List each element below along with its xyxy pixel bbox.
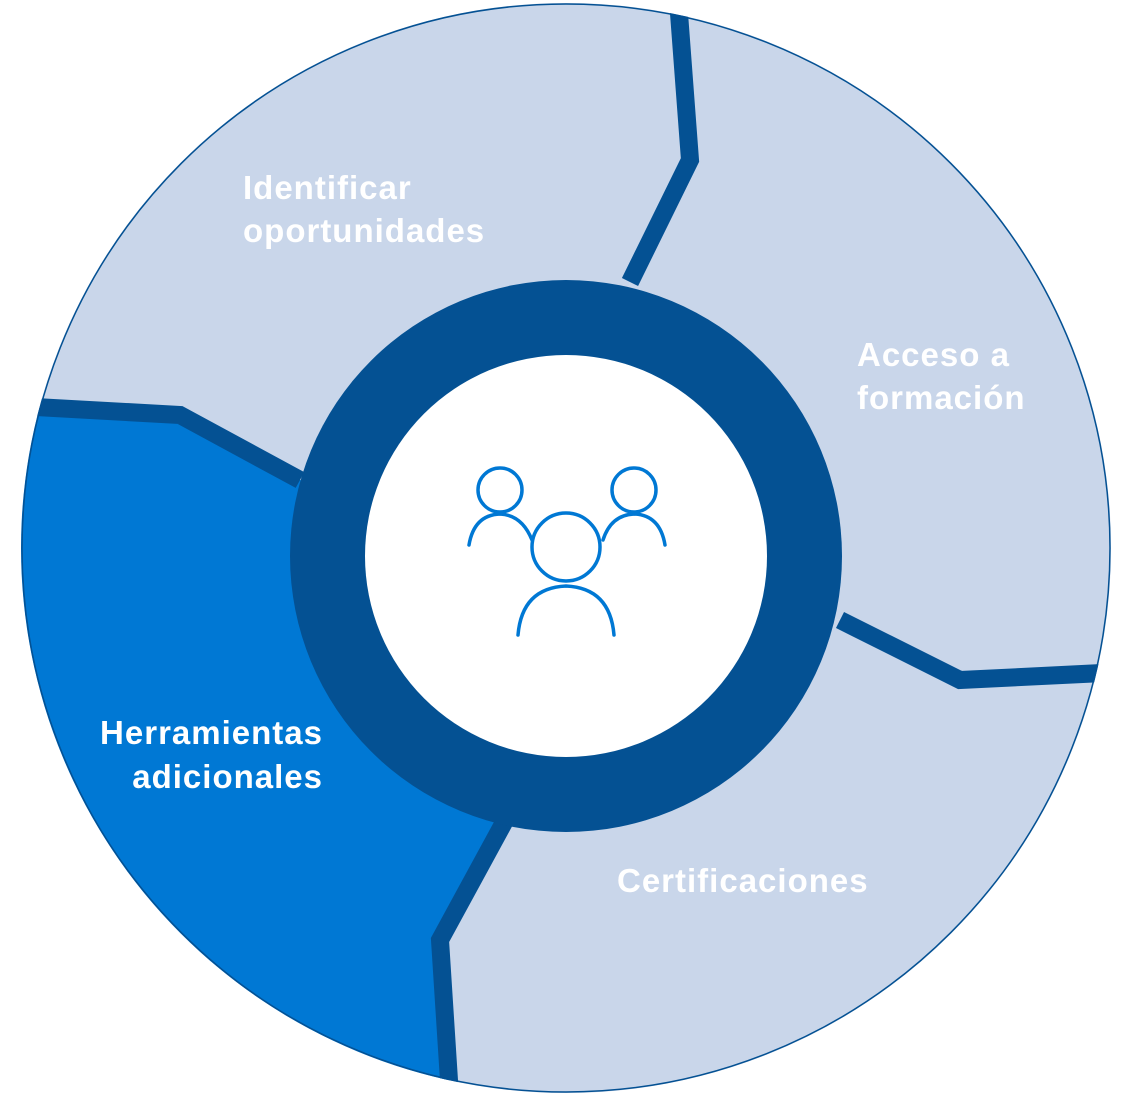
label-acceso-line-2: formación [857, 379, 1026, 416]
center-hub [365, 355, 767, 757]
label-acceso: Acceso a formación [857, 336, 1026, 416]
divider-left [21, 396, 305, 488]
label-identificar-line-1: Identificar [243, 169, 412, 206]
label-acceso-line-1: Acceso a [857, 336, 1010, 373]
divider-right [835, 611, 1111, 690]
label-identificar: Identificar oportunidades [243, 169, 485, 249]
divider-top [621, 3, 700, 286]
label-herramientas-line-2: adicionales [132, 758, 323, 795]
people-group-icon [467, 466, 667, 637]
label-herramientas-line-1: Herramientas [100, 714, 323, 751]
label-certificaciones: Certificaciones [617, 862, 869, 899]
divider-bottom [430, 810, 516, 1093]
label-herramientas: Herramientas adicionales [100, 714, 323, 795]
outer-circle-outline [21, 3, 1111, 1093]
label-identificar-line-2: oportunidades [243, 212, 485, 249]
label-certificaciones-line-1: Certificaciones [617, 862, 869, 899]
